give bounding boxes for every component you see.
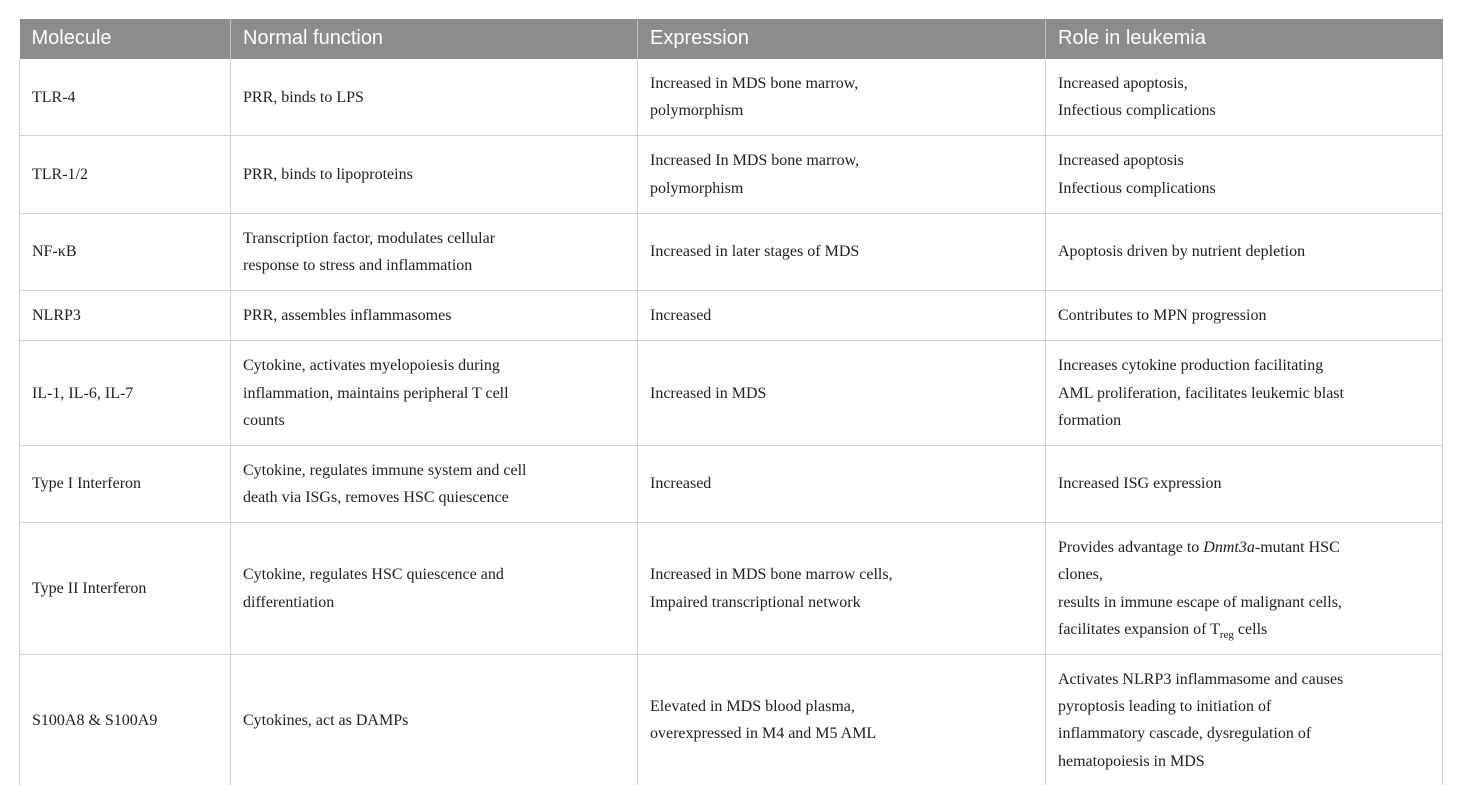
column-header-normal-function: Normal function — [230, 19, 638, 59]
table-row-tlr4: TLR-4 PRR, binds to LPS Increased in MDS… — [19, 59, 1443, 136]
cell-role-in-leukemia: Increased apoptosis Infectious complicat… — [1045, 135, 1443, 214]
cell-molecule: NF-κB — [19, 212, 231, 291]
cell-molecule: Type I Interferon — [19, 444, 231, 523]
cell-role-in-leukemia: Activates NLRP3 inflammasome and causes … — [1045, 653, 1443, 785]
cell-normal-function: Cytokine, activates myelopoiesis during … — [230, 340, 638, 446]
cell-role-in-leukemia: Increased ISG expression — [1045, 444, 1443, 523]
table-row-type1-interferon: Type I Interferon Cytokine, regulates im… — [19, 444, 1443, 523]
table-row-s100: S100A8 & S100A9 Cytokines, act as DAMPs … — [19, 653, 1443, 785]
cell-expression: Increased in MDS bone marrow, polymorphi… — [637, 59, 1046, 136]
cell-molecule: NLRP3 — [19, 290, 231, 341]
cell-role-in-leukemia: Increased apoptosis, Infectious complica… — [1045, 59, 1443, 136]
cell-molecule: TLR-1/2 — [19, 135, 231, 214]
cell-molecule: IL-1, IL-6, IL-7 — [19, 340, 231, 446]
cell-role-in-leukemia: Increases cytokine production facilitati… — [1045, 340, 1443, 446]
cell-normal-function: Cytokine, regulates immune system and ce… — [230, 444, 638, 523]
column-header-role-in-leukemia: Role in leukemia — [1045, 19, 1443, 59]
cell-expression: Increased In MDS bone marrow, polymorphi… — [637, 135, 1046, 214]
cell-molecule: S100A8 & S100A9 — [19, 653, 231, 785]
table-row-type2-interferon: Type II Interferon Cytokine, regulates H… — [19, 522, 1443, 655]
cell-role-in-leukemia: Apoptosis driven by nutrient depletion — [1045, 212, 1443, 291]
cell-normal-function: Cytokine, regulates HSC quiescence and d… — [230, 522, 638, 655]
cell-normal-function: Transcription factor, modulates cellular… — [230, 212, 638, 291]
cell-role-in-leukemia: Contributes to MPN progression — [1045, 290, 1443, 341]
table-row-interleukins: IL-1, IL-6, IL-7 Cytokine, activates mye… — [19, 340, 1443, 446]
cell-expression: Increased in MDS bone marrow cells, Impa… — [637, 522, 1046, 655]
table-row-nlrp3: NLRP3 PRR, assembles inflammasomes Incre… — [19, 290, 1443, 341]
cell-expression: Elevated in MDS blood plasma, overexpres… — [637, 653, 1046, 785]
cell-expression: Increased — [637, 444, 1046, 523]
cell-normal-function: PRR, assembles inflammasomes — [230, 290, 638, 341]
cell-normal-function: PRR, binds to lipoproteins — [230, 135, 638, 214]
cell-normal-function: Cytokines, act as DAMPs — [230, 653, 638, 785]
table-header-row: Molecule Normal function Expression Role… — [19, 19, 1443, 59]
cell-normal-function: PRR, binds to LPS — [230, 59, 638, 136]
cell-role-in-leukemia: Provides advantage to Dnmt3a-mutant HSC … — [1045, 522, 1443, 655]
molecules-table: Molecule Normal function Expression Role… — [19, 19, 1443, 785]
column-header-expression: Expression — [637, 19, 1046, 59]
table-row-tlr12: TLR-1/2 PRR, binds to lipoproteins Incre… — [19, 135, 1443, 214]
cell-expression: Increased in later stages of MDS — [637, 212, 1046, 291]
table-row-nfkb: NF-κB Transcription factor, modulates ce… — [19, 212, 1443, 291]
cell-expression: Increased in MDS — [637, 340, 1046, 446]
cell-molecule: TLR-4 — [19, 59, 231, 136]
cell-expression: Increased — [637, 290, 1046, 341]
cell-molecule: Type II Interferon — [19, 522, 231, 655]
column-header-molecule: Molecule — [19, 19, 231, 59]
